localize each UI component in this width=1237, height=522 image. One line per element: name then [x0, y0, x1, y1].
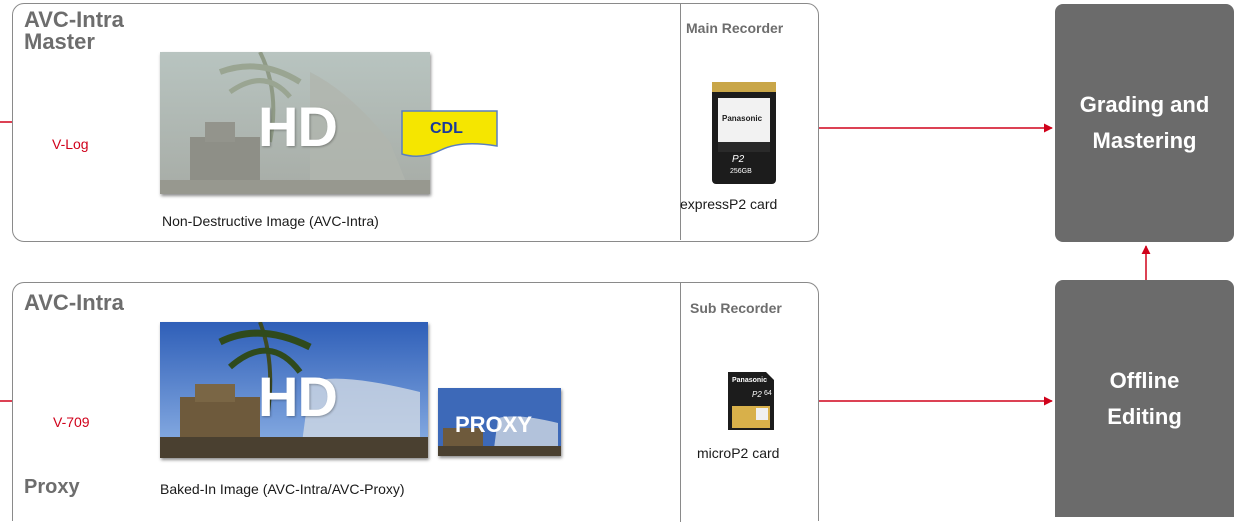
offline-editing-label: Offline Editing [1107, 367, 1182, 429]
offline-editing-box: Offline Editing [1055, 280, 1234, 517]
proxy-label: PROXY [455, 412, 533, 437]
main-recorder-label: Main Recorder [686, 20, 784, 36]
panel-divider [680, 283, 681, 522]
cdl-label: CDL [430, 120, 463, 137]
proxy-caption: Baked-In Image (AVC-Intra/AVC-Proxy) [160, 481, 405, 497]
hd-label-proxy: HD [258, 365, 338, 428]
microp2-brand: Panasonic [732, 377, 768, 384]
microp2-card: Panasonic P2 64 [726, 370, 776, 432]
grading-mastering-label: Grading and Mastering [1079, 92, 1210, 153]
expressp2-card: Panasonic P2 256GB [710, 80, 778, 186]
fountain-photo-flat [160, 52, 430, 194]
signal-label-vlog: V-Log [52, 136, 89, 152]
microp2-card-icon [728, 372, 774, 430]
panel-divider [680, 4, 681, 240]
proxy-title: AVC-Intra [24, 290, 124, 315]
expressp2-capacity: 256GB [730, 168, 752, 175]
signal-label-v709: V-709 [53, 414, 90, 430]
microp2-capacity: 64 [764, 390, 772, 397]
grading-mastering-box: Grading and Mastering [1055, 4, 1234, 242]
master-title-line1: AVC-Intra [24, 7, 124, 32]
expressp2-card-icon [712, 82, 776, 184]
hd-image-master [160, 52, 430, 194]
cdl-tag [401, 110, 498, 157]
expressp2-caption: expressP2 card [680, 196, 778, 212]
fountain-photo-graded [160, 322, 428, 458]
fountain-photo-proxy [438, 388, 561, 456]
microp2-logo: P2 [752, 390, 762, 399]
master-title: AVC-Intra Master [24, 9, 124, 53]
hd-label-master: HD [258, 95, 338, 158]
master-caption: Non-Destructive Image (AVC-Intra) [162, 213, 379, 229]
expressp2-logo: P2 [732, 154, 745, 165]
proxy-subtitle: Proxy [24, 476, 80, 498]
proxy-image [438, 388, 561, 456]
microp2-caption: microP2 card [697, 445, 780, 461]
master-title-line2: Master [24, 29, 95, 54]
expressp2-brand: Panasonic [722, 114, 763, 123]
sub-recorder-label: Sub Recorder [690, 300, 782, 316]
hd-image-proxy [160, 322, 428, 458]
